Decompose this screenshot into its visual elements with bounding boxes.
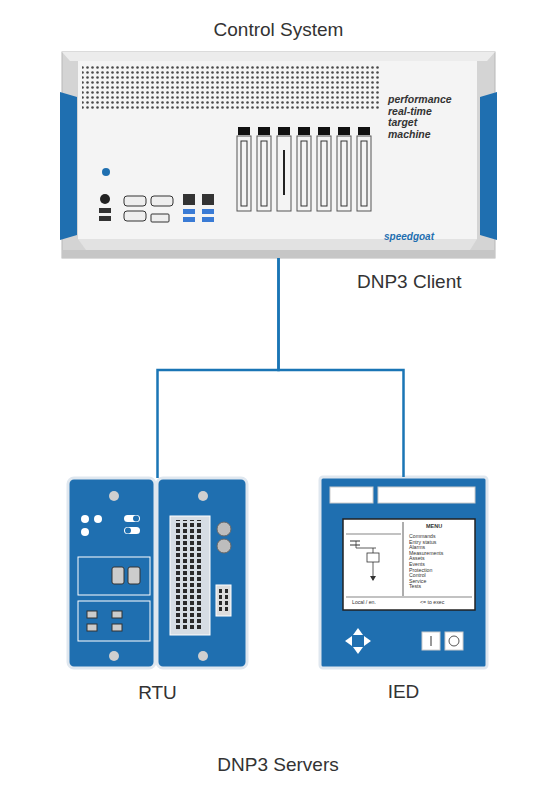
network-link bbox=[158, 258, 279, 478]
rtu-panel bbox=[157, 478, 247, 668]
machine-handle bbox=[60, 92, 77, 240]
machine-face bbox=[78, 61, 477, 239]
screen-text: MENU bbox=[426, 523, 442, 529]
ied-drawing bbox=[320, 477, 487, 668]
device-name: IED bbox=[320, 680, 487, 704]
machine-tagline: performance real-time target machine bbox=[388, 94, 462, 140]
rtu-drawing bbox=[68, 478, 247, 668]
io-ports bbox=[99, 194, 214, 222]
target-machine: Control Systemperformance real-time targ… bbox=[62, 52, 495, 258]
nav-arrow bbox=[353, 647, 363, 654]
machine-body bbox=[62, 52, 495, 258]
network-link bbox=[279, 258, 404, 477]
pci-slots bbox=[237, 127, 371, 211]
device-name: RTU bbox=[68, 681, 247, 705]
brand-logo: speedgoat bbox=[384, 231, 464, 243]
machine-lid bbox=[62, 52, 495, 61]
ied-screen bbox=[343, 519, 475, 610]
power-led bbox=[102, 168, 110, 176]
nav-arrow bbox=[345, 636, 352, 646]
group-label: DNP3 Servers bbox=[128, 753, 428, 777]
ied-panel bbox=[320, 477, 487, 668]
screen-text: <= to exec bbox=[420, 599, 444, 605]
screen-text: Local / en. bbox=[352, 599, 376, 605]
rtu-device: RTU bbox=[68, 478, 247, 668]
machine-base bbox=[62, 250, 495, 258]
machine-vent bbox=[82, 64, 380, 109]
role-label: DNP3 Client bbox=[357, 270, 462, 294]
nav-arrow bbox=[353, 628, 363, 635]
ied-device: IED bbox=[320, 477, 487, 668]
machine-handle bbox=[480, 92, 497, 240]
target-machine-drawing bbox=[60, 52, 497, 258]
nav-arrow bbox=[364, 636, 371, 646]
rtu-panel bbox=[68, 478, 155, 668]
screen-menu-item: Tests bbox=[409, 584, 421, 590]
node-heading: Control System bbox=[62, 18, 495, 42]
